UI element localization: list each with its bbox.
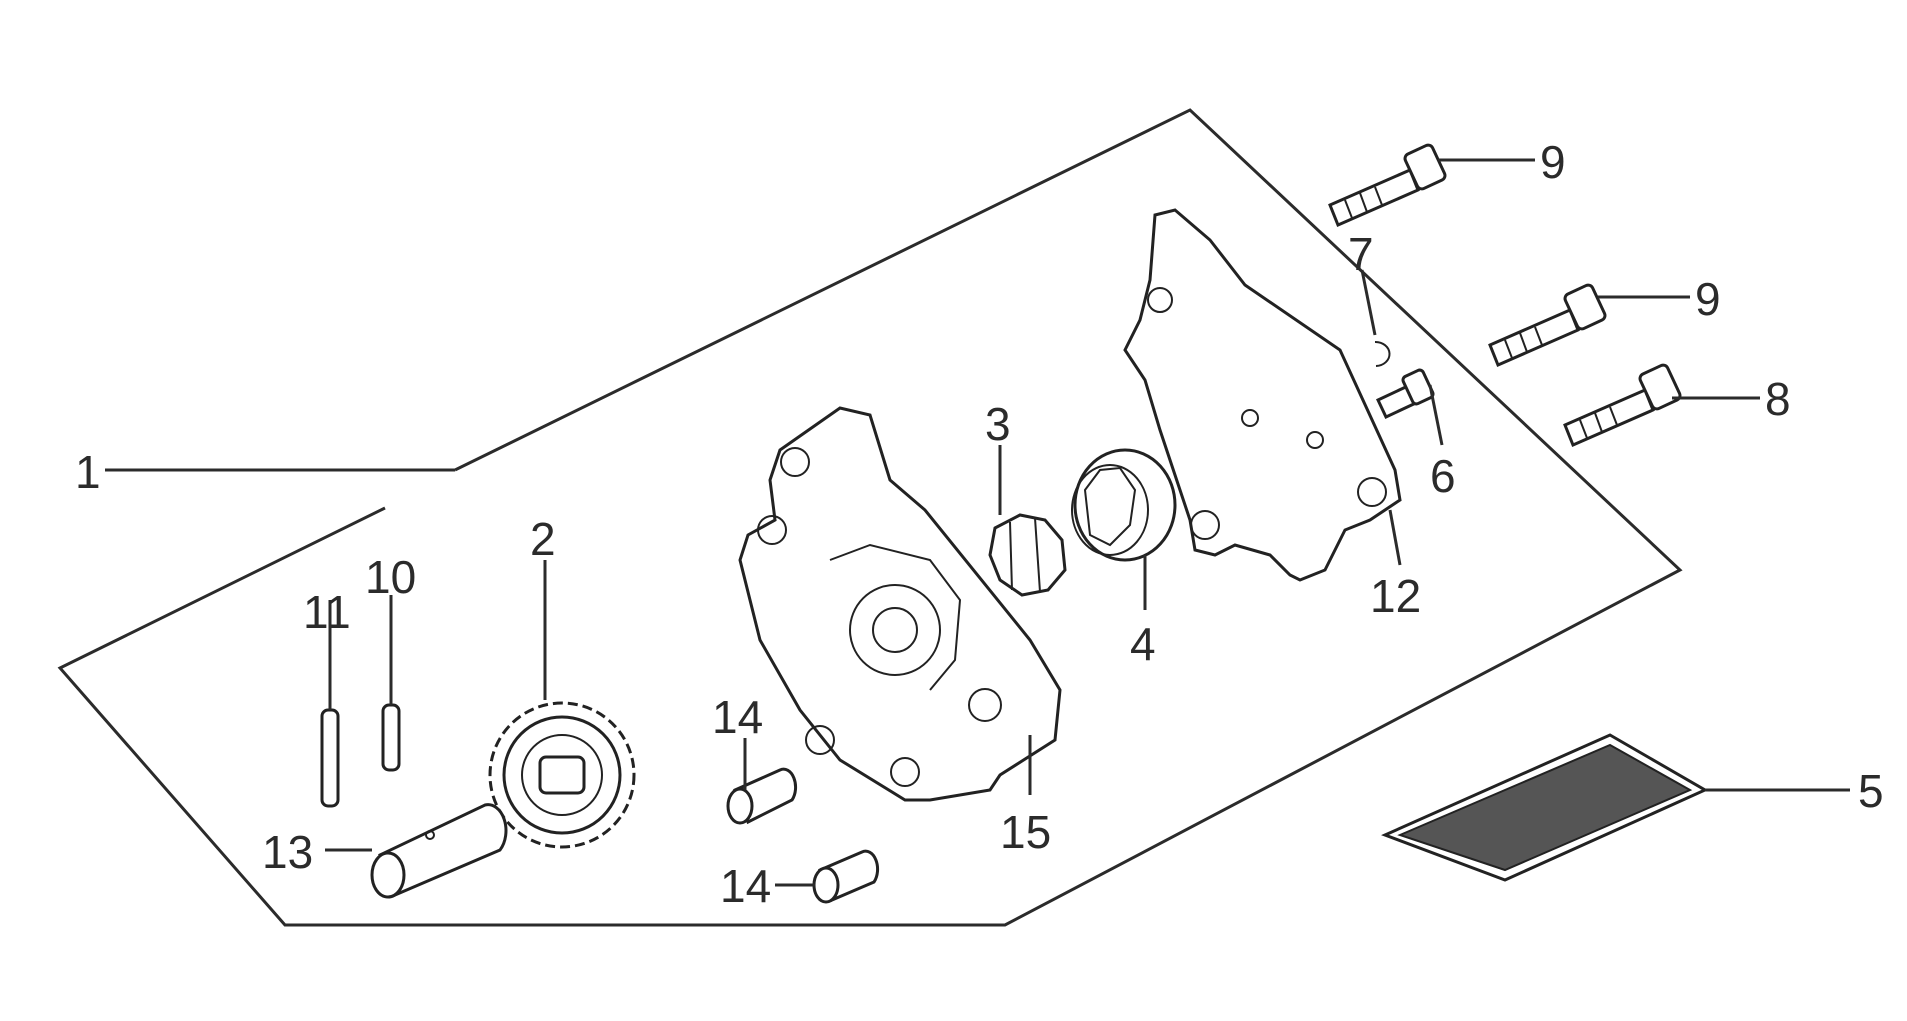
pin-10 [381, 703, 401, 772]
leader-12 [1388, 509, 1402, 566]
leader-7 [1360, 269, 1377, 336]
drive-gear [488, 701, 636, 849]
callout-14a: 14 [712, 691, 763, 743]
callout-3: 3 [985, 398, 1011, 450]
callout-15: 15 [1000, 806, 1051, 858]
callout-10: 10 [365, 551, 416, 603]
callout-2: 2 [530, 513, 556, 565]
callout-5: 5 [1858, 765, 1884, 817]
callout-11: 11 [303, 586, 351, 638]
callout-13: 13 [262, 826, 313, 878]
small-bolt [1376, 368, 1435, 419]
outer-rotor [1071, 448, 1177, 562]
callout-8: 8 [1765, 373, 1791, 425]
oil-strainer-screen [1381, 733, 1709, 882]
callout-14b: 14 [720, 860, 771, 912]
bolt-9-upper [1328, 143, 1447, 227]
bolt-8 [1563, 363, 1682, 447]
callout-7: 7 [1348, 228, 1374, 280]
callout-12: 12 [1370, 570, 1421, 622]
callout-1: 1 [75, 446, 101, 498]
pump-body [738, 406, 1062, 802]
assembly-boundary [57, 108, 1683, 927]
shaft [370, 803, 508, 899]
callout-9a: 9 [1540, 136, 1566, 188]
pin-11 [320, 708, 340, 808]
cover-plate [1123, 208, 1402, 582]
clip [1374, 340, 1391, 367]
dowel-sleeve-lower [812, 849, 880, 904]
callout-4: 4 [1130, 618, 1156, 670]
callout-6: 6 [1430, 450, 1456, 502]
callout-9b: 9 [1695, 273, 1721, 325]
bolt-9-lower [1488, 283, 1607, 367]
leader-6 [1428, 384, 1444, 446]
inner-rotor [988, 513, 1067, 597]
dowel-sleeve-upper [726, 767, 798, 825]
